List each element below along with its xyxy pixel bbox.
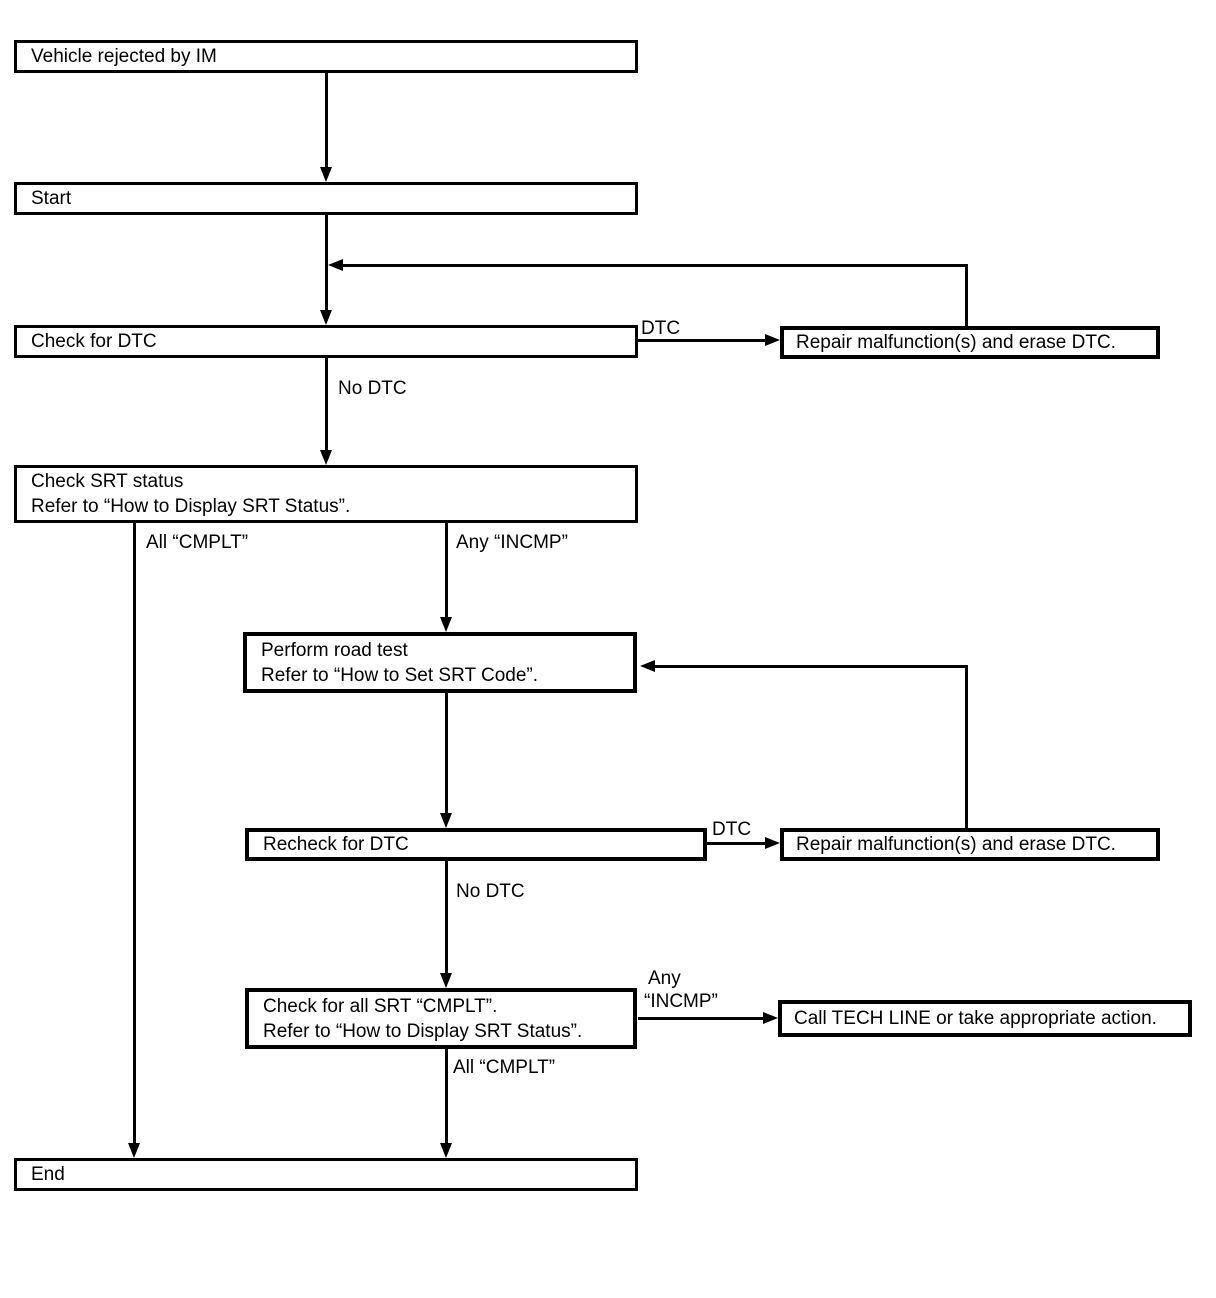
edge-label-no-dtc-1: No DTC <box>338 378 407 399</box>
node-recheck-dtc-label: Recheck for DTC <box>263 834 409 855</box>
node-vehicle-rejected-label: Vehicle rejected by IM <box>31 46 217 67</box>
arrowhead-into-recheck-icon <box>440 813 452 828</box>
arrowhead-into-tech-line-icon <box>763 1012 778 1024</box>
edge-recheck-to-repair2 <box>707 842 766 845</box>
edge-check-all-to-tech-line <box>638 1017 764 1020</box>
edge-label-all-cmplt-left: All “CMPLT” <box>146 532 249 553</box>
node-check-dtc-label: Check for DTC <box>31 331 157 352</box>
edge-label-any-incmp-right: Any “INCMP” <box>456 532 568 553</box>
edge-check-srt-to-road-test <box>445 523 448 618</box>
node-recheck-dtc: Recheck for DTC <box>245 828 707 861</box>
arrowhead-into-end-right-icon <box>440 1143 452 1158</box>
node-repair-erase-dtc-1: Repair malfunction(s) and erase DTC. <box>780 326 1160 359</box>
edge-check-all-to-end <box>445 1049 448 1145</box>
edge-recheck-to-check-all <box>445 861 448 975</box>
edge-check-srt-to-end <box>133 523 136 1145</box>
edge-label-any-incmp-2-line1: Any <box>648 968 681 989</box>
arrowhead-into-repair1-icon <box>765 334 780 346</box>
edge-road-test-to-recheck <box>445 693 448 815</box>
arrowhead-into-road-test-icon <box>440 617 452 632</box>
arrowhead-into-repair2-icon <box>765 837 780 849</box>
edge-vehicle-to-start <box>325 73 328 169</box>
edge-check-dtc-to-repair1 <box>638 339 766 342</box>
node-check-all-srt-line1: Check for all SRT “CMPLT”. <box>263 995 498 1017</box>
node-check-all-srt: Check for all SRT “CMPLT”. Refer to “How… <box>245 988 637 1049</box>
arrowhead-into-check-all-icon <box>440 973 452 988</box>
arrowhead-into-start-icon <box>320 167 332 182</box>
node-start: Start <box>14 182 638 215</box>
node-start-label: Start <box>31 188 72 209</box>
node-repair-erase-dtc-2-label: Repair malfunction(s) and erase DTC. <box>796 834 1116 855</box>
node-perform-road-test-line1: Perform road test <box>261 639 408 661</box>
node-perform-road-test: Perform road test Refer to “How to Set S… <box>243 632 637 693</box>
node-repair-erase-dtc-1-label: Repair malfunction(s) and erase DTC. <box>796 332 1116 353</box>
node-check-srt-status-line2: Refer to “How to Display SRT Status”. <box>31 496 351 517</box>
edge-repair2-loop-vertical <box>965 665 968 828</box>
edge-label-no-dtc-2: No DTC <box>456 881 525 902</box>
edge-repair2-loop-horizontal <box>652 665 968 668</box>
arrowhead-loop1-icon <box>328 259 343 271</box>
node-end: End <box>14 1158 638 1191</box>
arrowhead-loop2-icon <box>640 660 655 672</box>
node-check-all-srt-line2: Refer to “How to Display SRT Status”. <box>263 1020 583 1042</box>
node-repair-erase-dtc-2: Repair malfunction(s) and erase DTC. <box>780 828 1160 861</box>
arrowhead-into-check-srt-icon <box>320 450 332 465</box>
node-check-dtc: Check for DTC <box>14 325 638 358</box>
node-end-label: End <box>31 1164 65 1185</box>
node-check-srt-status-line1: Check SRT status <box>31 471 184 492</box>
edge-label-dtc-2: DTC <box>712 819 752 840</box>
edge-label-any-incmp-2-line2: “INCMP” <box>644 991 718 1012</box>
node-call-tech-line: Call TECH LINE or take appropriate actio… <box>778 1000 1192 1037</box>
edge-repair1-loop-horizontal <box>342 264 968 267</box>
edge-start-to-check-dtc <box>325 215 328 312</box>
edge-repair1-loop-vertical <box>965 264 968 326</box>
node-perform-road-test-line2: Refer to “How to Set SRT Code”. <box>261 664 539 686</box>
arrowhead-into-check-dtc-icon <box>320 310 332 325</box>
edge-label-dtc-1: DTC <box>641 318 681 339</box>
edge-label-all-cmplt-bottom: All “CMPLT” <box>453 1057 556 1078</box>
node-check-srt-status: Check SRT status Refer to “How to Displa… <box>14 465 638 523</box>
node-call-tech-line-label: Call TECH LINE or take appropriate actio… <box>794 1008 1157 1029</box>
arrowhead-into-end-left-icon <box>128 1143 140 1158</box>
edge-check-dtc-to-check-srt <box>325 358 328 452</box>
node-vehicle-rejected: Vehicle rejected by IM <box>14 40 638 73</box>
